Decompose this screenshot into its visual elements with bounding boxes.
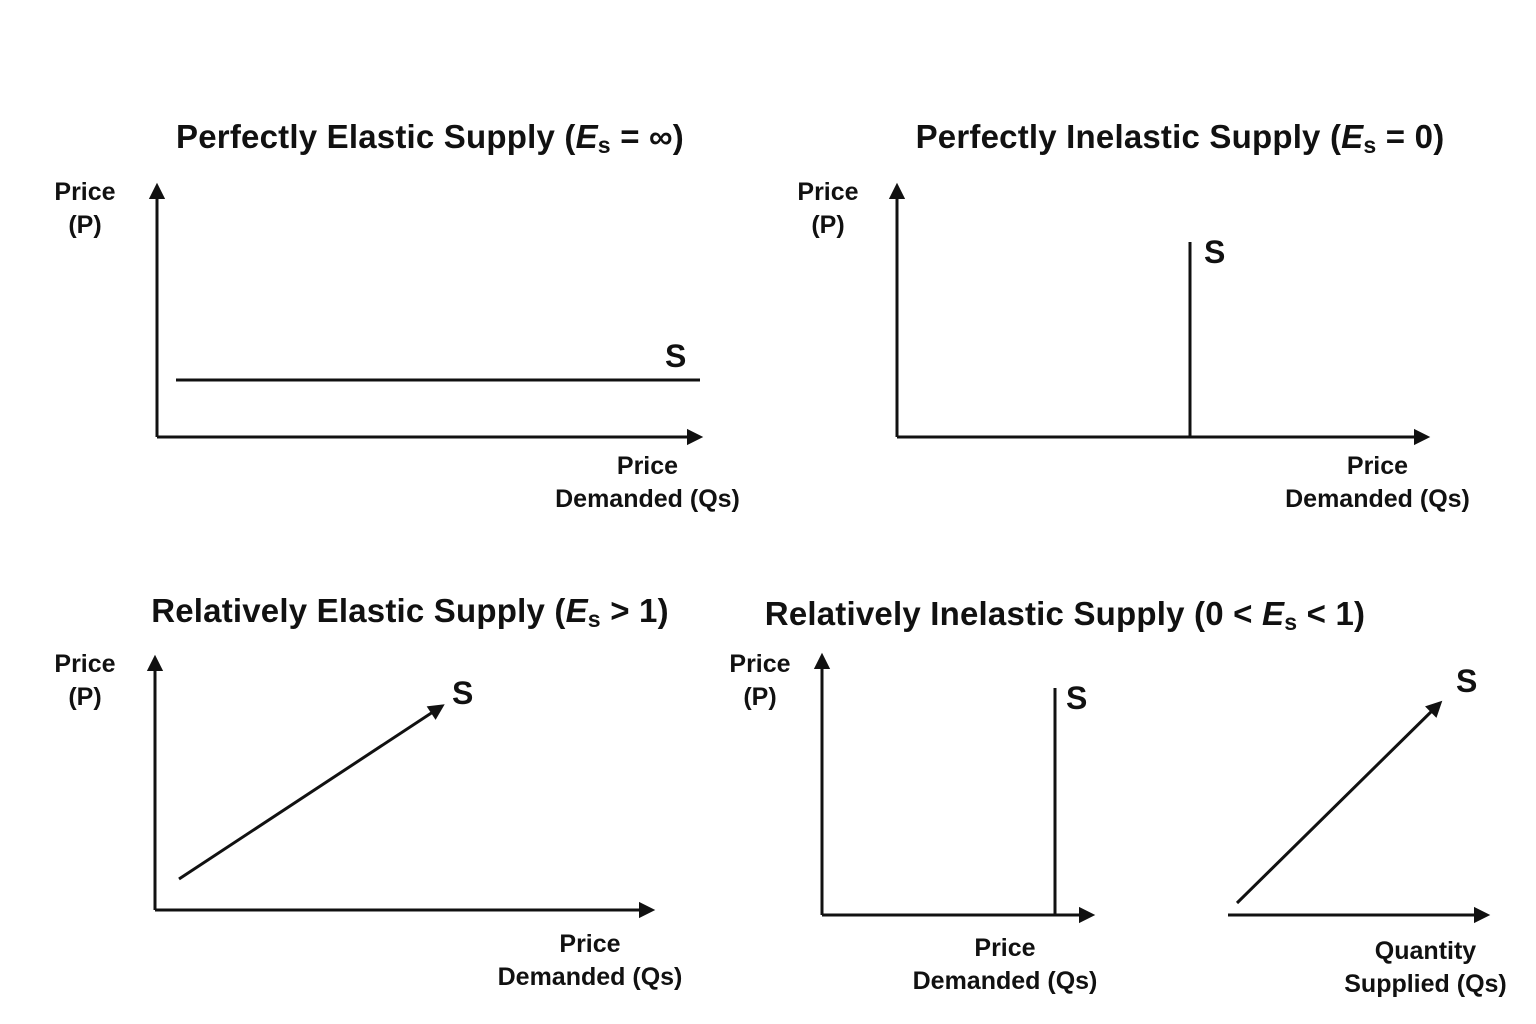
panel4-y-label-line2: (P) (743, 683, 777, 711)
panel2-y-label-line2: (P) (811, 211, 845, 239)
panel1-y-label-line2: (P) (68, 211, 102, 239)
panel2-x-label-line1: Price (1346, 452, 1409, 480)
panel1-title-var: E (575, 118, 598, 155)
panel5-supply-label: S (1456, 663, 1478, 699)
panel4-title-sub: s (1284, 609, 1298, 636)
panel3-title: Relatively Elastic Supply (Es > 1) (60, 592, 760, 633)
panel3-supply-label: S (452, 675, 474, 711)
panel3-y-label-line1: Price (54, 650, 116, 678)
panel5-x-label-line2: Supplied (Qs) (1344, 970, 1507, 998)
panel1-x-label-line2: Demanded (Qs) (555, 485, 740, 513)
panel3-x-label-line2: Demanded (Qs) (497, 963, 683, 991)
panel3-title-pre: Relatively Elastic Supply ( (151, 592, 566, 629)
panel3-x-axis-label: Price Demanded (Qs) (470, 928, 710, 994)
panel2-supply-label: S (1204, 234, 1226, 270)
panel3-x-label-line1: Price (559, 930, 621, 958)
panel1-y-label-line1: Price (54, 178, 116, 206)
panel1-supply-label: S (665, 338, 687, 374)
panel3-title-post: > 1) (600, 592, 669, 629)
p3-supply-line (178, 704, 445, 881)
panel4-title-var: E (1262, 595, 1285, 632)
panel3-y-label-line2: (P) (68, 683, 102, 711)
panel3-y-axis-label: Price (P) (35, 648, 135, 714)
panel4-title-pre: Relatively Inelastic Supply (0 < (764, 595, 1262, 632)
p5-supply-line (1235, 700, 1443, 905)
panel4-title-post: < 1) (1297, 595, 1366, 632)
panel2-title-var: E (1341, 118, 1364, 155)
panel4-title: Relatively Inelastic Supply (0 < Es < 1) (740, 595, 1390, 636)
panel2-title: Perfectly Inelastic Supply (Es = 0) (810, 118, 1536, 159)
panel2-x-axis-label: Price Demanded (Qs) (1255, 450, 1500, 516)
panel1-title-post: = ∞) (610, 118, 684, 155)
panel3-title-var: E (565, 592, 588, 629)
panel1-x-axis-label: Price Demanded (Qs) (525, 450, 770, 516)
panel2-y-label-line1: Price (797, 178, 859, 206)
panel3-title-sub: s (587, 606, 601, 633)
panel1-x-label-line1: Price (616, 452, 679, 480)
panel2-title-sub: s (1363, 132, 1377, 159)
panel5-x-axis-label: Quantity Supplied (Qs) (1318, 935, 1533, 1001)
panel2-x-label-line2: Demanded (Qs) (1285, 485, 1470, 513)
panel4-x-axis-label: Price Demanded (Qs) (885, 932, 1125, 998)
panel2-title-pre: Perfectly Inelastic Supply ( (915, 118, 1342, 155)
panel2-y-axis-label: Price (P) (778, 176, 878, 242)
panel1-title-sub: s (597, 132, 611, 159)
panel1-y-axis-label: Price (P) (35, 176, 135, 242)
panel1-title: Perfectly Elastic Supply (Es = ∞) (60, 118, 800, 159)
panel1-title-pre: Perfectly Elastic Supply ( (176, 118, 576, 155)
panel4-y-label-line1: Price (729, 650, 791, 678)
panel4-x-label-line1: Price (974, 934, 1036, 962)
panel4-x-label-line2: Demanded (Qs) (912, 967, 1098, 995)
panel4-supply-label: S (1066, 680, 1088, 716)
panel2-title-post: = 0) (1376, 118, 1445, 155)
panel5-x-label-line1: Quantity (1374, 937, 1477, 965)
panel4-y-axis-label: Price (P) (710, 648, 810, 714)
